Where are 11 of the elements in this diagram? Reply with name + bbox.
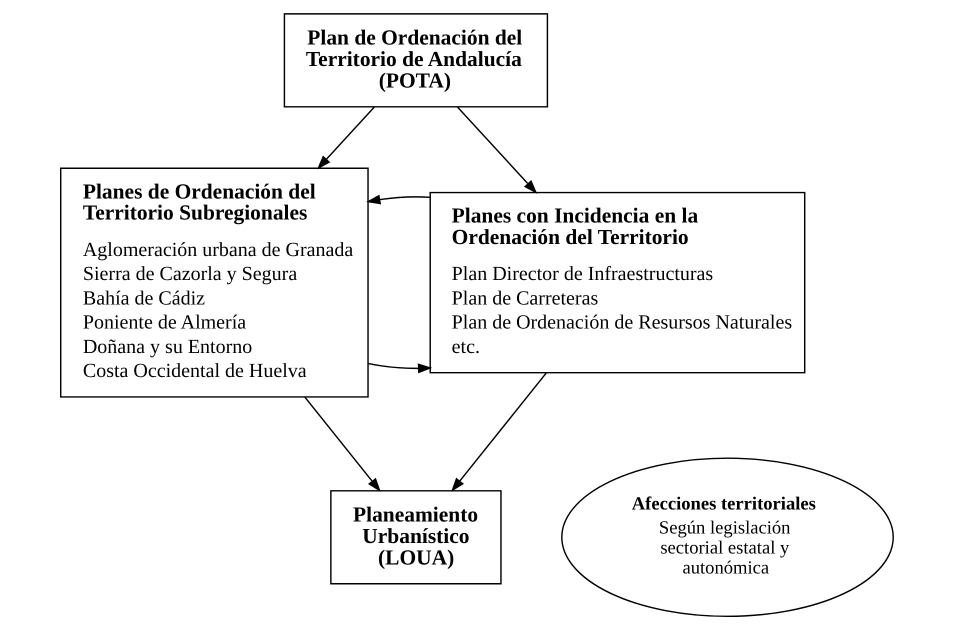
node-box: Plan de Ordenación del Territorio de Andalucía (POTA) [284, 13, 548, 108]
arrow [368, 362, 432, 374]
node-ellipse: Afecciones territoriales Según legislación sectorial estatal y autonómica [561, 458, 894, 618]
node-box: Planeamiento Urbanístico (LOUA) [330, 490, 502, 584]
arrow [457, 106, 538, 194]
node-box: Planes con Incidencia en la Ordenación del Territorio Plan Director de Infraestructuras Plan de Carreteras Plan de Ordenación de Resursos Naturales etc. [430, 192, 806, 374]
arrow [316, 106, 375, 170]
arrow [451, 372, 547, 492]
arrow [366, 194, 430, 204]
arrow [304, 396, 381, 492]
node-box: Planes de Ordenación del Territorio Subregionales Aglomeración urbana de Granada Sierra de Cazorla y Segura Bahía de Cádiz Poniente de Almería Doñana y su Entorno Costa Occidental de Huelva [60, 168, 369, 398]
